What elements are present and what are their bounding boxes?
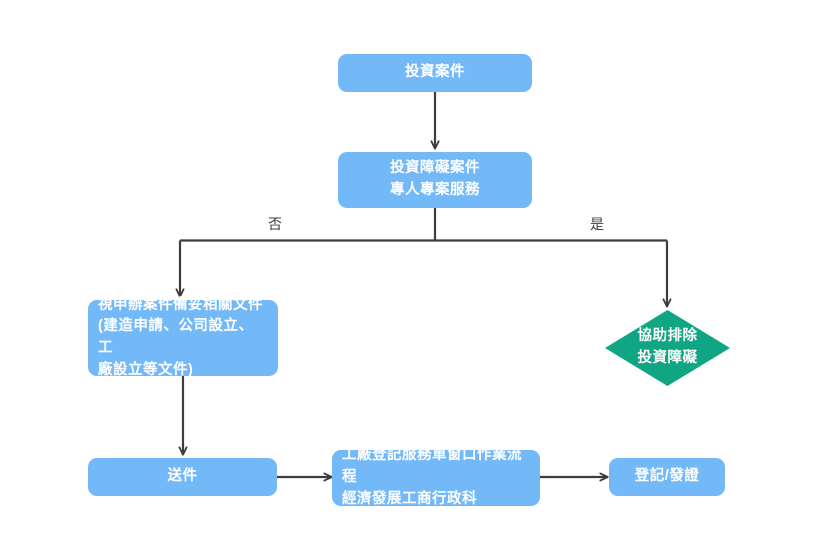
edge-label-yes: 是 <box>590 216 605 232</box>
node-investment-case-label: 投資案件 <box>405 64 465 81</box>
node-factory-registration-process-label: 工廠登記服務單窗口作業流程 經濟發展工商行政科 <box>342 447 522 507</box>
node-submit-documents-label: 送件 <box>167 468 198 485</box>
node-prepare-documents[interactable]: 視申辦案件備妥相關文件 (建造申請、公司設立、工 廠設立等文件) <box>88 297 278 378</box>
node-remove-obstacle[interactable]: 協助排除 投資障礙 <box>605 310 730 386</box>
node-register-issue-certificate[interactable]: 登記/發證 <box>609 458 725 496</box>
node-prepare-documents-label: 視申辦案件備妥相關文件 (建造申請、公司設立、工 廠設立等文件) <box>98 296 263 378</box>
edge-obstacle-to-branch <box>180 207 667 242</box>
node-investment-obstacle-case-label: 投資障礙案件 專人專案服務 <box>390 160 480 198</box>
node-factory-registration-process[interactable]: 工廠登記服務單窗口作業流程 經濟發展工商行政科 <box>332 447 540 507</box>
node-submit-documents[interactable]: 送件 <box>88 458 277 496</box>
node-register-issue-certificate-label: 登記/發證 <box>634 468 700 485</box>
edge-label-no: 否 <box>268 216 283 232</box>
node-investment-obstacle-case[interactable]: 投資障礙案件 專人專案服務 <box>338 152 532 208</box>
node-investment-case[interactable]: 投資案件 <box>338 54 532 92</box>
node-remove-obstacle-label: 協助排除 投資障礙 <box>637 328 698 366</box>
